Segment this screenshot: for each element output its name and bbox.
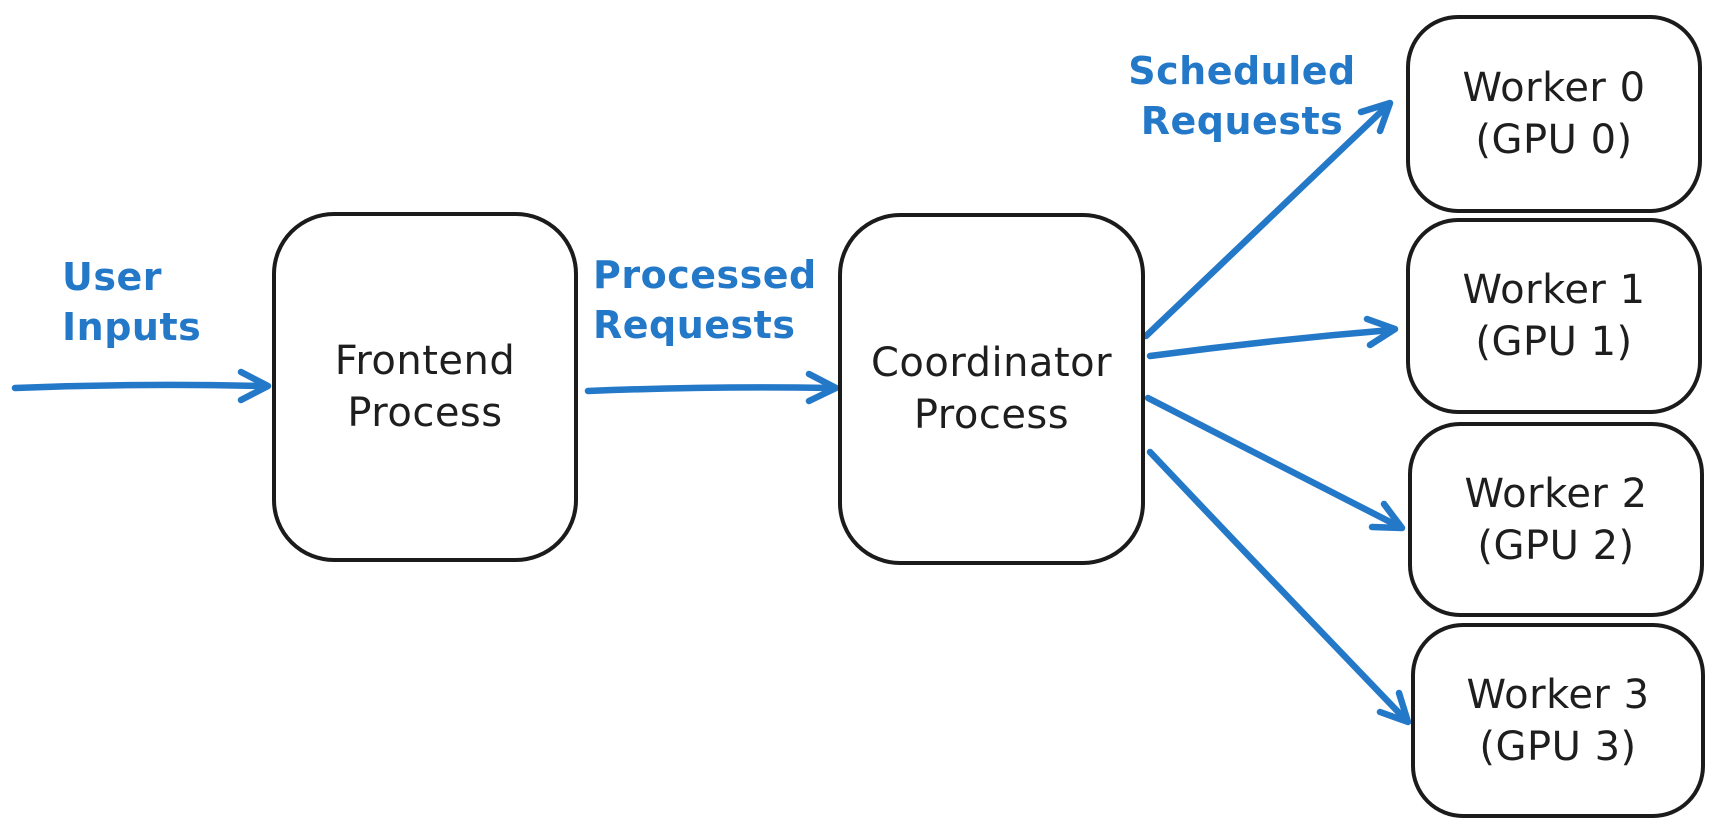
node-coordinator-process: Coordinator Process	[838, 213, 1145, 565]
arrow-scheduled-worker-3	[1146, 448, 1412, 726]
node-worker-1: Worker 1 (GPU 1)	[1406, 218, 1702, 414]
node-worker-2-label: Worker 2 (GPU 2)	[1464, 468, 1647, 572]
arrow-head-icon	[1368, 500, 1406, 532]
node-label-line: Frontend	[334, 338, 516, 384]
node-worker-2: Worker 2 (GPU 2)	[1408, 422, 1704, 617]
node-frontend-process-label: Frontend Process	[335, 335, 516, 439]
node-label-line: Coordinator	[870, 340, 1113, 386]
node-label-line: Worker 0	[1462, 65, 1646, 111]
edge-label-line: Requests	[593, 303, 796, 347]
edge-label-line: Processed	[593, 253, 817, 297]
arrow-scheduled-worker-2	[1144, 394, 1406, 532]
node-frontend-process: Frontend Process	[272, 212, 578, 562]
edge-label-line: Scheduled	[1128, 49, 1356, 93]
node-label-line: (GPU 1)	[1475, 319, 1633, 365]
arrow-head-icon	[237, 368, 272, 404]
arrow-user-inputs	[11, 368, 272, 404]
arrow-shaft	[11, 381, 267, 392]
node-worker-3: Worker 3 (GPU 3)	[1411, 623, 1705, 818]
node-worker-3-label: Worker 3 (GPU 3)	[1466, 669, 1649, 773]
arrow-scheduled-worker-0	[1142, 99, 1394, 340]
node-label-line: Worker 3	[1466, 671, 1650, 718]
node-label-line: Worker 2	[1464, 470, 1648, 517]
edge-label-line: Requests	[1140, 99, 1344, 143]
arrow-shaft	[1146, 326, 1395, 360]
arrow-shaft	[1146, 448, 1408, 722]
node-label-line: (GPU 3)	[1479, 723, 1637, 770]
arrow-shaft	[1142, 103, 1390, 340]
arrow-scheduled-worker-1	[1146, 315, 1399, 360]
label-user-inputs: User Inputs	[62, 252, 201, 352]
node-worker-0-label: Worker 0 (GPU 0)	[1462, 62, 1645, 166]
arrow-head-icon	[1363, 315, 1399, 349]
node-worker-0: Worker 0 (GPU 0)	[1406, 15, 1702, 213]
label-scheduled-requests: Scheduled Requests	[1128, 46, 1356, 146]
arrow-processed-requests	[584, 370, 840, 405]
node-label-line: Process	[913, 392, 1070, 438]
node-label-line: (GPU 0)	[1475, 117, 1633, 163]
node-label-line: Worker 1	[1462, 267, 1646, 313]
arrow-head-icon	[805, 370, 840, 405]
arrow-head-icon	[1376, 689, 1412, 726]
edge-label-line: User	[62, 255, 162, 299]
label-processed-requests: Processed Requests	[593, 250, 817, 350]
node-label-line: Process	[347, 390, 503, 436]
arrow-shaft	[584, 384, 835, 395]
edge-label-line: Inputs	[62, 305, 202, 349]
node-worker-1-label: Worker 1 (GPU 1)	[1462, 264, 1645, 368]
node-label-line: (GPU 2)	[1477, 522, 1635, 569]
arrow-head-icon	[1357, 99, 1394, 135]
node-coordinator-process-label: Coordinator Process	[871, 337, 1112, 441]
arrow-shaft	[1144, 394, 1402, 530]
